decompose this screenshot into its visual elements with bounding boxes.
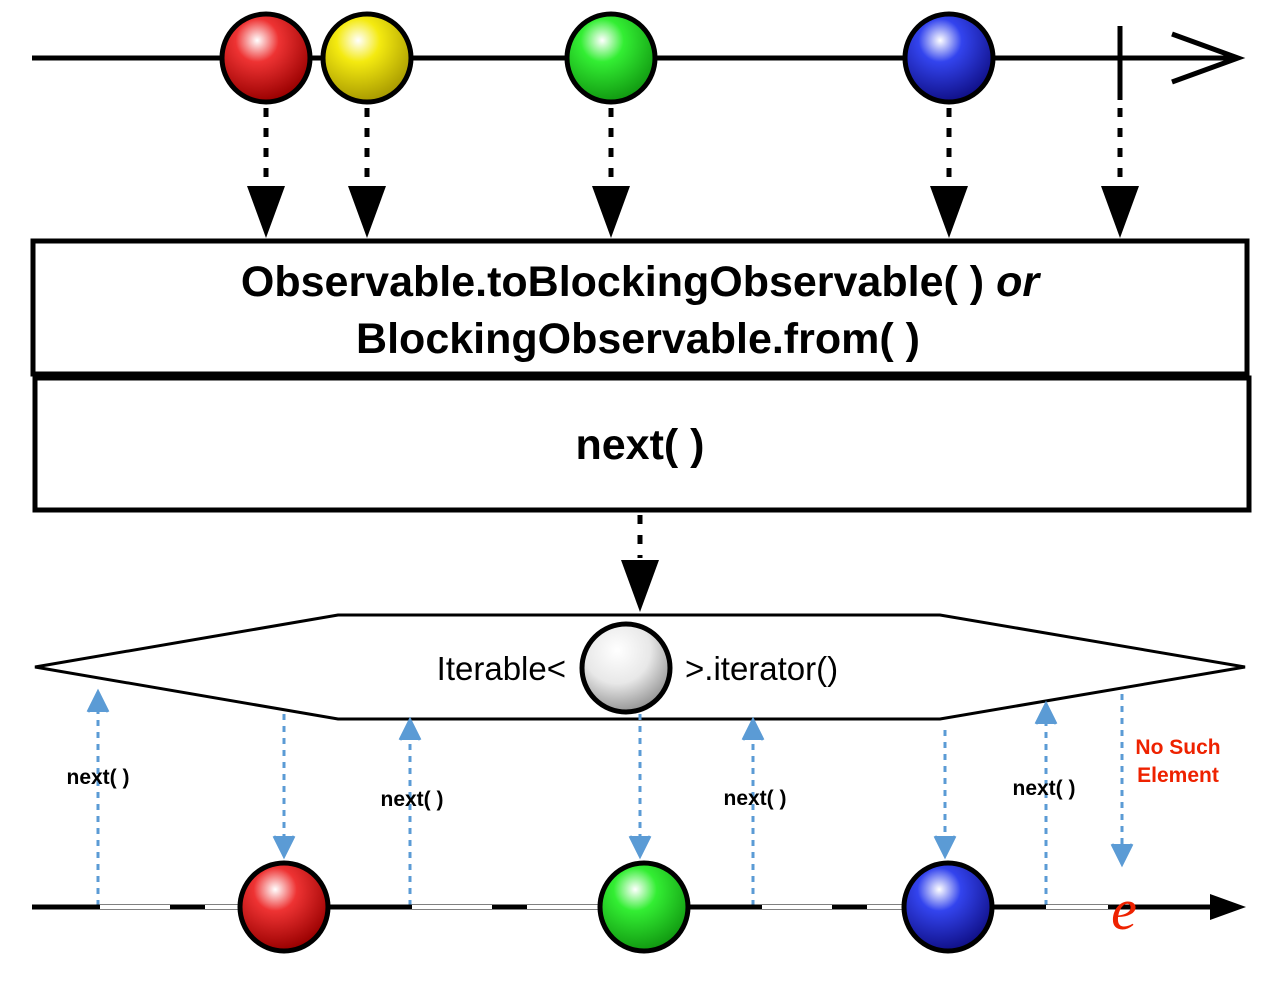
operator-title-line1: Observable.toBlockingObservable( )or	[241, 258, 1041, 306]
next-call-arrow-1	[86, 688, 110, 906]
down-arrow-red	[247, 108, 285, 238]
down-arrow-blue	[930, 108, 968, 238]
operator-title-line2: BlockingObservable.from( )	[356, 315, 920, 363]
source-marble-green	[564, 11, 658, 105]
emission-arrow-blue	[933, 730, 957, 860]
iterator-prefix: Iterable<	[437, 650, 566, 687]
next-call-label-4: next( )	[1013, 777, 1076, 800]
down-arrow-green	[592, 108, 630, 238]
iterator-generic-marble	[579, 621, 673, 715]
next-call-labels: next( ) next( ) next( ) next( )	[67, 766, 1076, 811]
error-label-line1: No Such	[1135, 736, 1220, 759]
next-call-label-3: next( )	[724, 787, 787, 810]
emission-arrow-error	[1110, 694, 1134, 868]
source-to-operator-arrows	[247, 108, 1139, 238]
output-marble-red	[237, 860, 331, 954]
output-marble-green	[597, 860, 691, 954]
next-call-label-2: next( )	[381, 788, 444, 811]
output-marble-blue	[901, 860, 995, 954]
down-arrow-completion	[1101, 108, 1139, 238]
source-marbles	[219, 11, 996, 105]
source-timeline-arrowhead	[1171, 31, 1246, 85]
iterator-shape: Iterable< >.iterator()	[34, 613, 1246, 721]
operator-box: Observable.toBlockingObservable( )or Blo…	[30, 238, 1252, 513]
source-marble-yellow	[320, 11, 414, 105]
output-timeline-arrowhead	[1210, 894, 1246, 920]
emission-arrow-green	[628, 714, 652, 860]
output-error-symbol: e	[1111, 877, 1137, 942]
output-marbles: e	[237, 860, 1137, 954]
iterator-suffix: >.iterator()	[685, 650, 838, 687]
no-such-element-label: No Such Element	[1135, 736, 1220, 787]
operator-box-top	[30, 238, 1250, 377]
next-call-arrow-3	[741, 716, 765, 906]
operator-method: next( )	[576, 421, 705, 469]
next-call-arrow-2	[398, 716, 422, 906]
next-call-arrows	[86, 688, 1058, 906]
emission-arrows	[272, 694, 1134, 868]
down-arrow-yellow	[348, 108, 386, 238]
source-marble-red	[219, 11, 313, 105]
operator-to-iterator-arrow	[621, 515, 659, 612]
next-call-arrow-4	[1034, 700, 1058, 906]
error-label-line2: Element	[1137, 764, 1219, 787]
emission-arrow-red	[272, 714, 296, 860]
source-marble-blue	[902, 11, 996, 105]
operator-box-bottom	[32, 375, 1252, 513]
next-call-label-1: next( )	[67, 766, 130, 789]
